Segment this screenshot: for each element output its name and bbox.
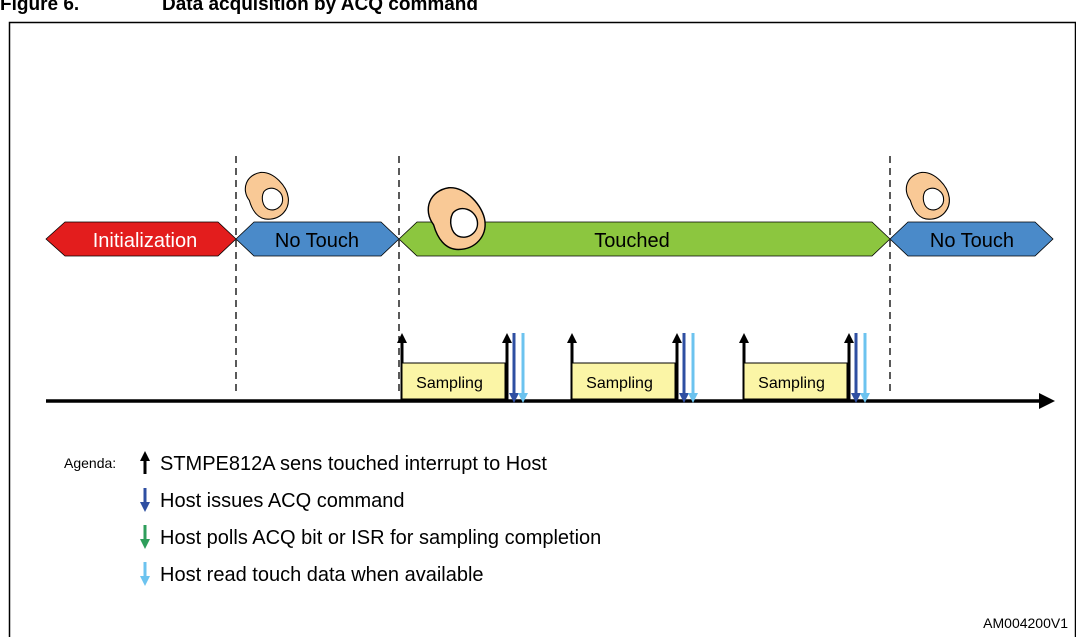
legend-item-label: Host read touch data when available bbox=[160, 564, 484, 586]
legend: STMPE812A sens touched interrupt to Host… bbox=[140, 451, 601, 586]
sampling-box bbox=[571, 362, 676, 400]
acq-command-arrow-icon bbox=[851, 333, 861, 403]
figure-number: Figure 6. bbox=[0, 0, 80, 15]
sampling-label: Sampling bbox=[586, 375, 653, 392]
read-data-arrow-icon bbox=[860, 333, 870, 403]
state-label-touched: Touched bbox=[594, 230, 670, 252]
sampling-label: Sampling bbox=[758, 375, 825, 392]
interrupt-arrow-icon bbox=[672, 333, 682, 401]
time-axis-arrowhead bbox=[1039, 393, 1055, 409]
interrupt-arrow-icon bbox=[140, 451, 150, 474]
acq-command-arrow-icon bbox=[140, 488, 150, 512]
legend-heading: Agenda: bbox=[64, 455, 116, 471]
figure-caption: Data acquisition by ACQ command bbox=[162, 0, 479, 15]
finger-touch-icon bbox=[905, 171, 950, 220]
acq-command-arrow-icon bbox=[509, 333, 519, 403]
sampling-cycles: Sampling Sampling Sampling bbox=[397, 333, 870, 403]
legend-item-label: Host polls ACQ bit or ISR for sampling c… bbox=[160, 527, 601, 549]
finger-touch-icon bbox=[244, 171, 289, 220]
state-label-no-touch-1: No Touch bbox=[275, 230, 359, 252]
interrupt-arrow-icon bbox=[502, 333, 512, 401]
read-data-arrow-icon bbox=[518, 333, 528, 403]
sampling-box bbox=[401, 362, 506, 400]
poll-arrow-icon bbox=[140, 525, 150, 549]
sampling-label: Sampling bbox=[416, 375, 483, 392]
figure-title: Figure 6. Data acquisition by ACQ comman… bbox=[0, 0, 1076, 15]
legend-item-label: STMPE812A sens touched interrupt to Host bbox=[160, 453, 547, 475]
state-label-initialization: Initialization bbox=[93, 230, 198, 252]
acq-command-arrow-icon bbox=[679, 333, 689, 403]
read-data-arrow-icon bbox=[688, 333, 698, 403]
interrupt-arrow-icon bbox=[844, 333, 854, 401]
state-label-no-touch-2: No Touch bbox=[930, 230, 1014, 252]
sampling-box bbox=[743, 362, 848, 400]
read-data-arrow-icon bbox=[140, 562, 150, 586]
figure-id-code: AM004200V1 bbox=[983, 615, 1068, 631]
state-no-touch-2 bbox=[889, 221, 1054, 257]
legend-item-label: Host issues ACQ command bbox=[160, 490, 405, 512]
